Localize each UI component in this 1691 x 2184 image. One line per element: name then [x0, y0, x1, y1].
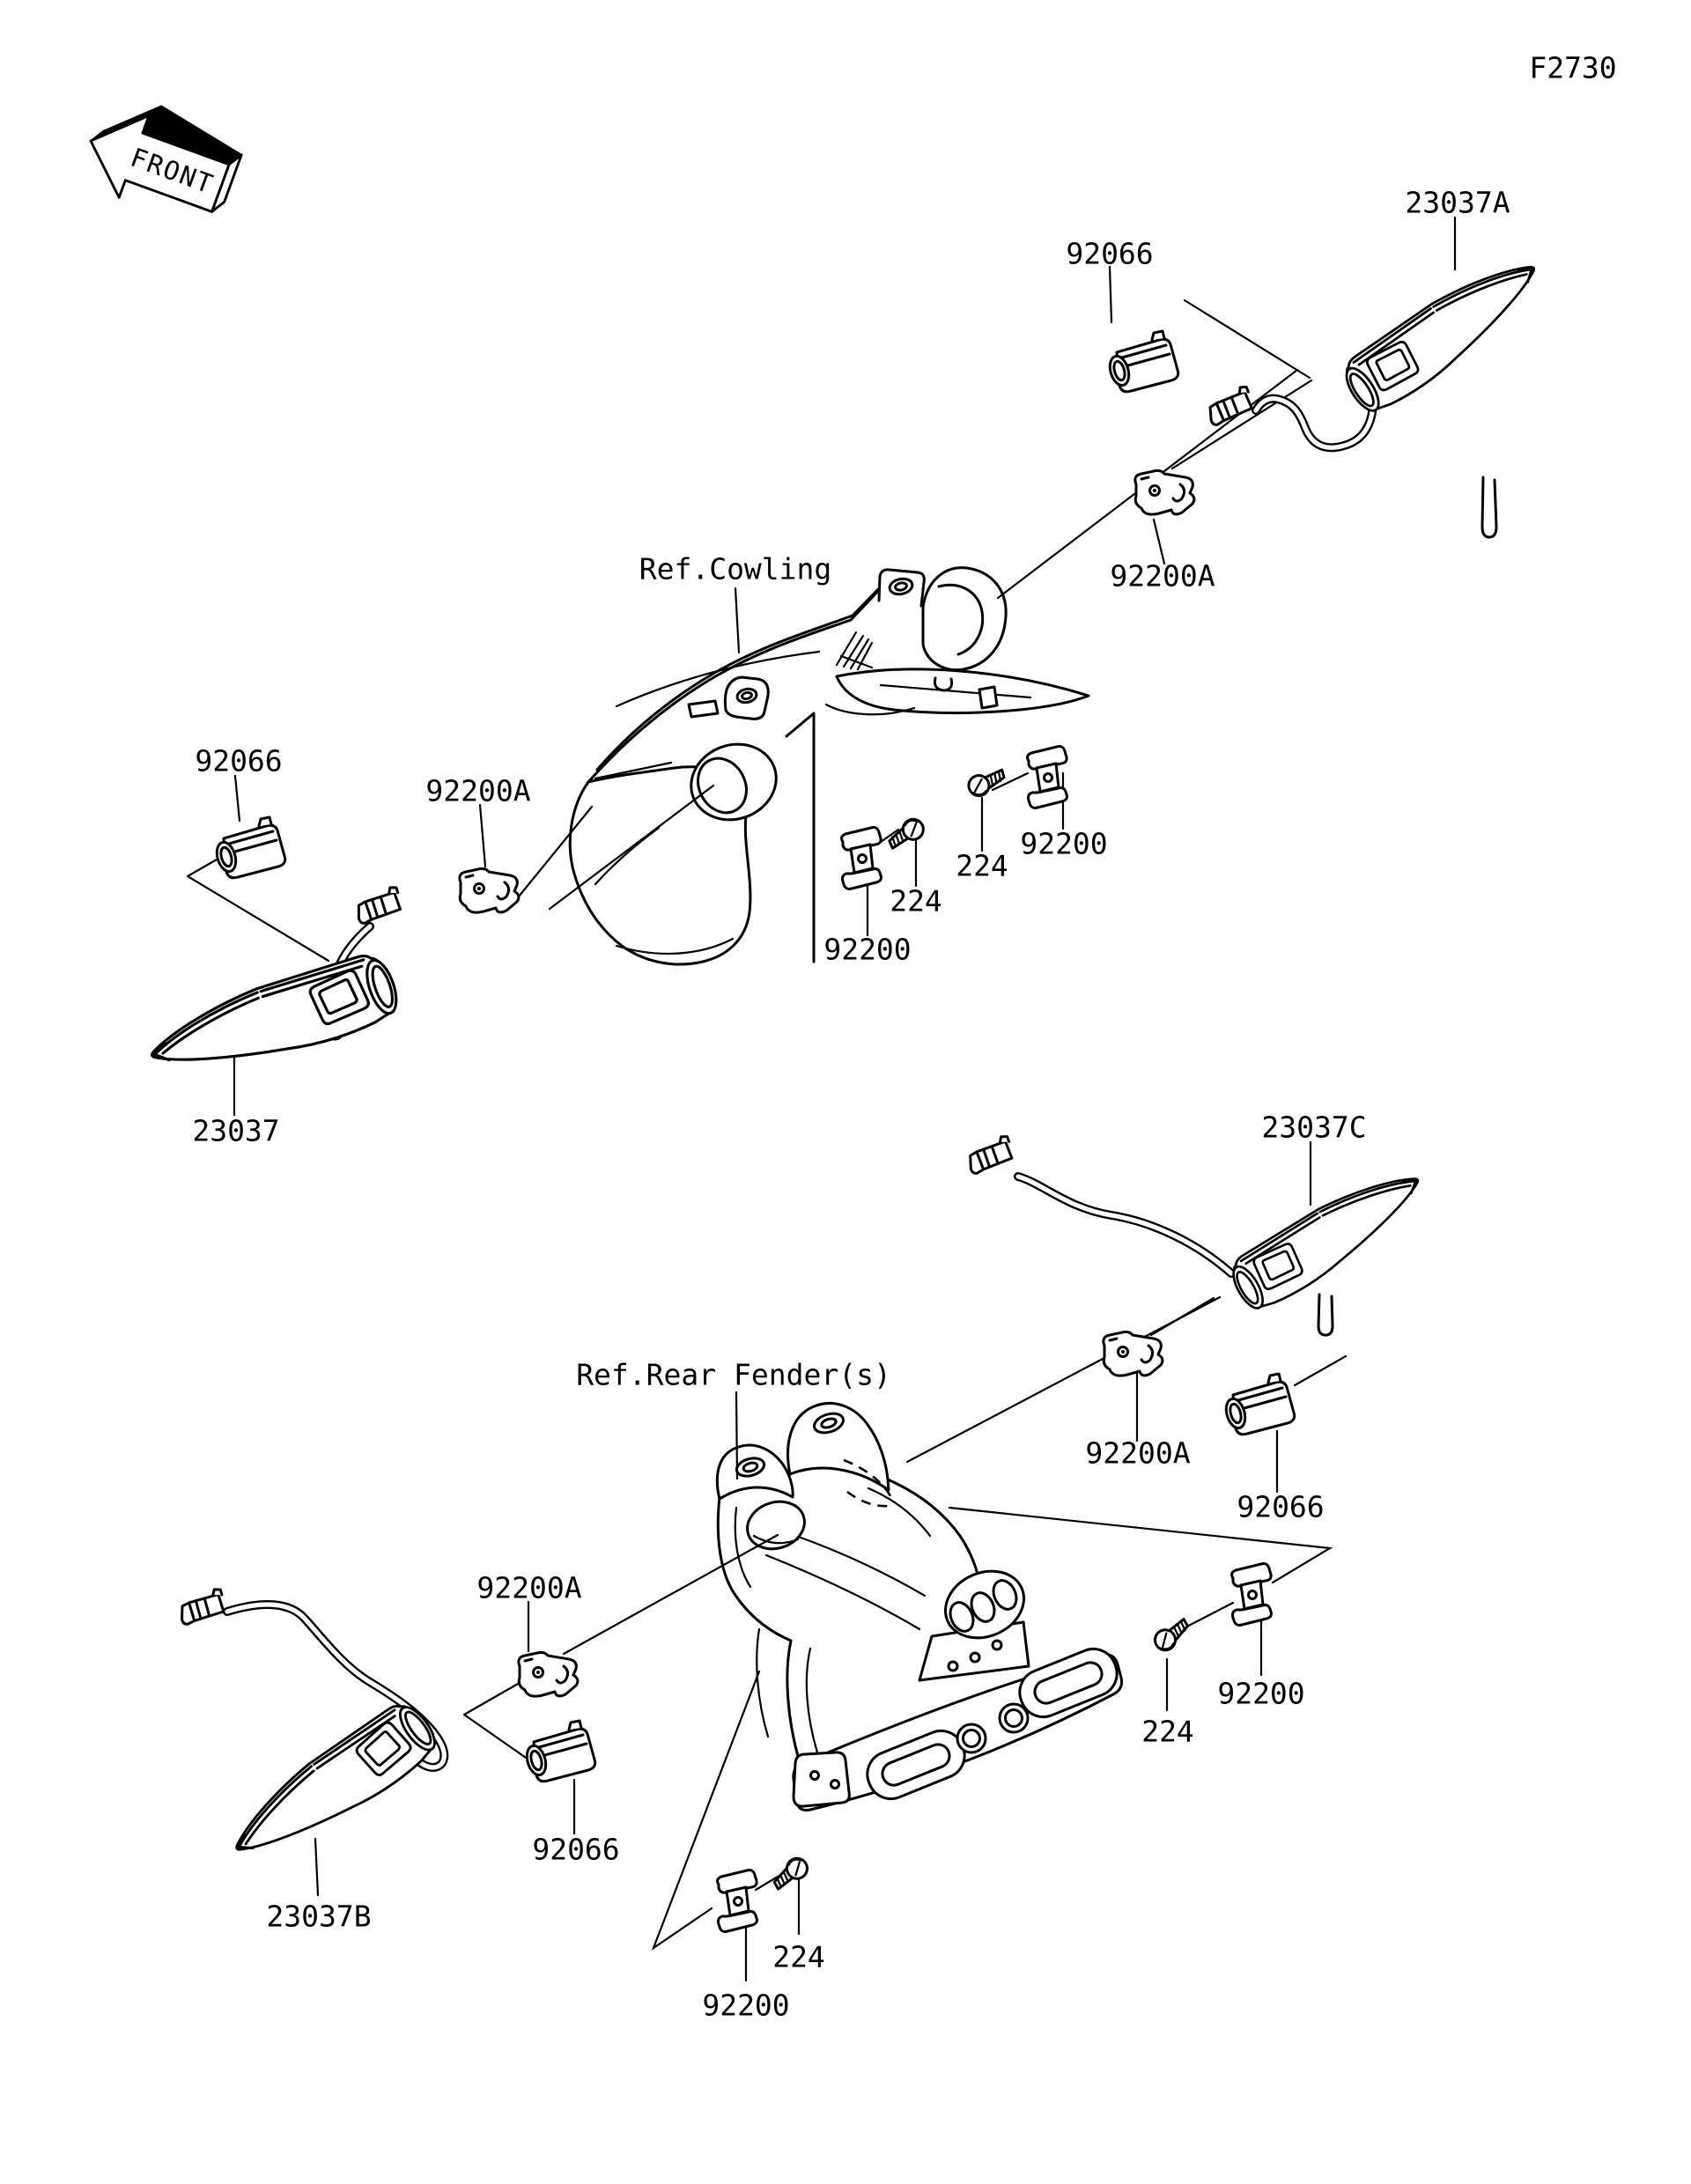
part-label-224-rear-right: 224 — [1141, 1714, 1194, 1749]
part-label-224-cowl-right: 224 — [956, 848, 1008, 883]
screw-224-cowl-right — [964, 767, 1008, 800]
bracket-92200-cowl-left — [840, 826, 882, 890]
clamp-92200a-front-left — [458, 867, 521, 914]
ref-rear-fender-label: Ref.Rear Fender(s) — [576, 1357, 891, 1392]
wire-plug-front-right — [1204, 384, 1255, 427]
front-direction-arrow: FRONT — [89, 105, 243, 213]
bracket-92200-rear-bottom — [716, 1869, 758, 1933]
part-label-92066-rear-left: 92066 — [532, 1832, 620, 1867]
screw-224-rear-right — [1149, 1616, 1195, 1656]
connector-92066-rear-left — [522, 1719, 597, 1783]
part-label-92200-rear-bottom: 92200 — [702, 1988, 790, 2023]
clamp-92200a-rear-right — [1102, 1330, 1164, 1377]
bracket-92200-rear-right — [1230, 1562, 1273, 1627]
part-label-23037b: 23037B — [266, 1899, 372, 1934]
part-label-23037: 23037 — [192, 1113, 280, 1148]
screw-224-rear-bottom — [767, 1853, 813, 1892]
part-label-92066-front-left: 92066 — [195, 743, 283, 778]
part-label-92200a-front-right: 92200A — [1110, 558, 1215, 594]
taillight-bar — [792, 1647, 1124, 1811]
part-label-92066-rear-right: 92066 — [1237, 1489, 1325, 1524]
part-label-23037c: 23037C — [1261, 1110, 1367, 1145]
turn-signal-lamp-front-right — [1333, 245, 1556, 422]
part-label-224-rear-bottom: 224 — [772, 1939, 825, 1974]
rear-fender-drawing — [715, 1402, 1124, 1811]
part-label-92066-front-right: 92066 — [1066, 236, 1154, 271]
turn-signal-lamp-front-left — [141, 944, 406, 1098]
part-label-92200a-front-left: 92200A — [425, 773, 531, 808]
overlay-lines — [548, 784, 779, 1656]
connector-92066-front-right — [1105, 329, 1180, 394]
clamp-92200a-rear-left — [517, 1650, 580, 1698]
turn-signal-lamp-rear-left — [220, 1692, 446, 1882]
part-label-92200a-rear-right: 92200A — [1085, 1435, 1191, 1471]
part-label-224-cowl-left: 224 — [890, 883, 942, 919]
screw-224-cowl-left — [883, 815, 928, 852]
turn-signal-lamp-rear-right — [1222, 1157, 1437, 1318]
part-label-23037a: 23037A — [1405, 185, 1510, 220]
cowling-drawing — [568, 566, 1090, 966]
connector-92066-front-left — [212, 815, 287, 880]
wire-plug-rear-left — [177, 1587, 226, 1627]
part-label-92200-cowl-right: 92200 — [1020, 826, 1108, 861]
part-label-92200-rear-right: 92200 — [1217, 1676, 1305, 1711]
ref-cowling-label: Ref.Cowling — [639, 551, 832, 587]
wire-plug-front-left — [353, 885, 403, 926]
connector-92066-rear-right — [1222, 1372, 1296, 1436]
clamp-92200a-front-right — [1133, 469, 1196, 516]
wire-plug-rear-right — [964, 1133, 1015, 1176]
part-label-92200-cowl-left: 92200 — [823, 932, 912, 967]
bracket-92200-cowl-right — [1026, 745, 1068, 809]
figure-code-label: F2730 — [1529, 50, 1617, 85]
part-label-92200a-rear-left: 92200A — [476, 1570, 582, 1605]
